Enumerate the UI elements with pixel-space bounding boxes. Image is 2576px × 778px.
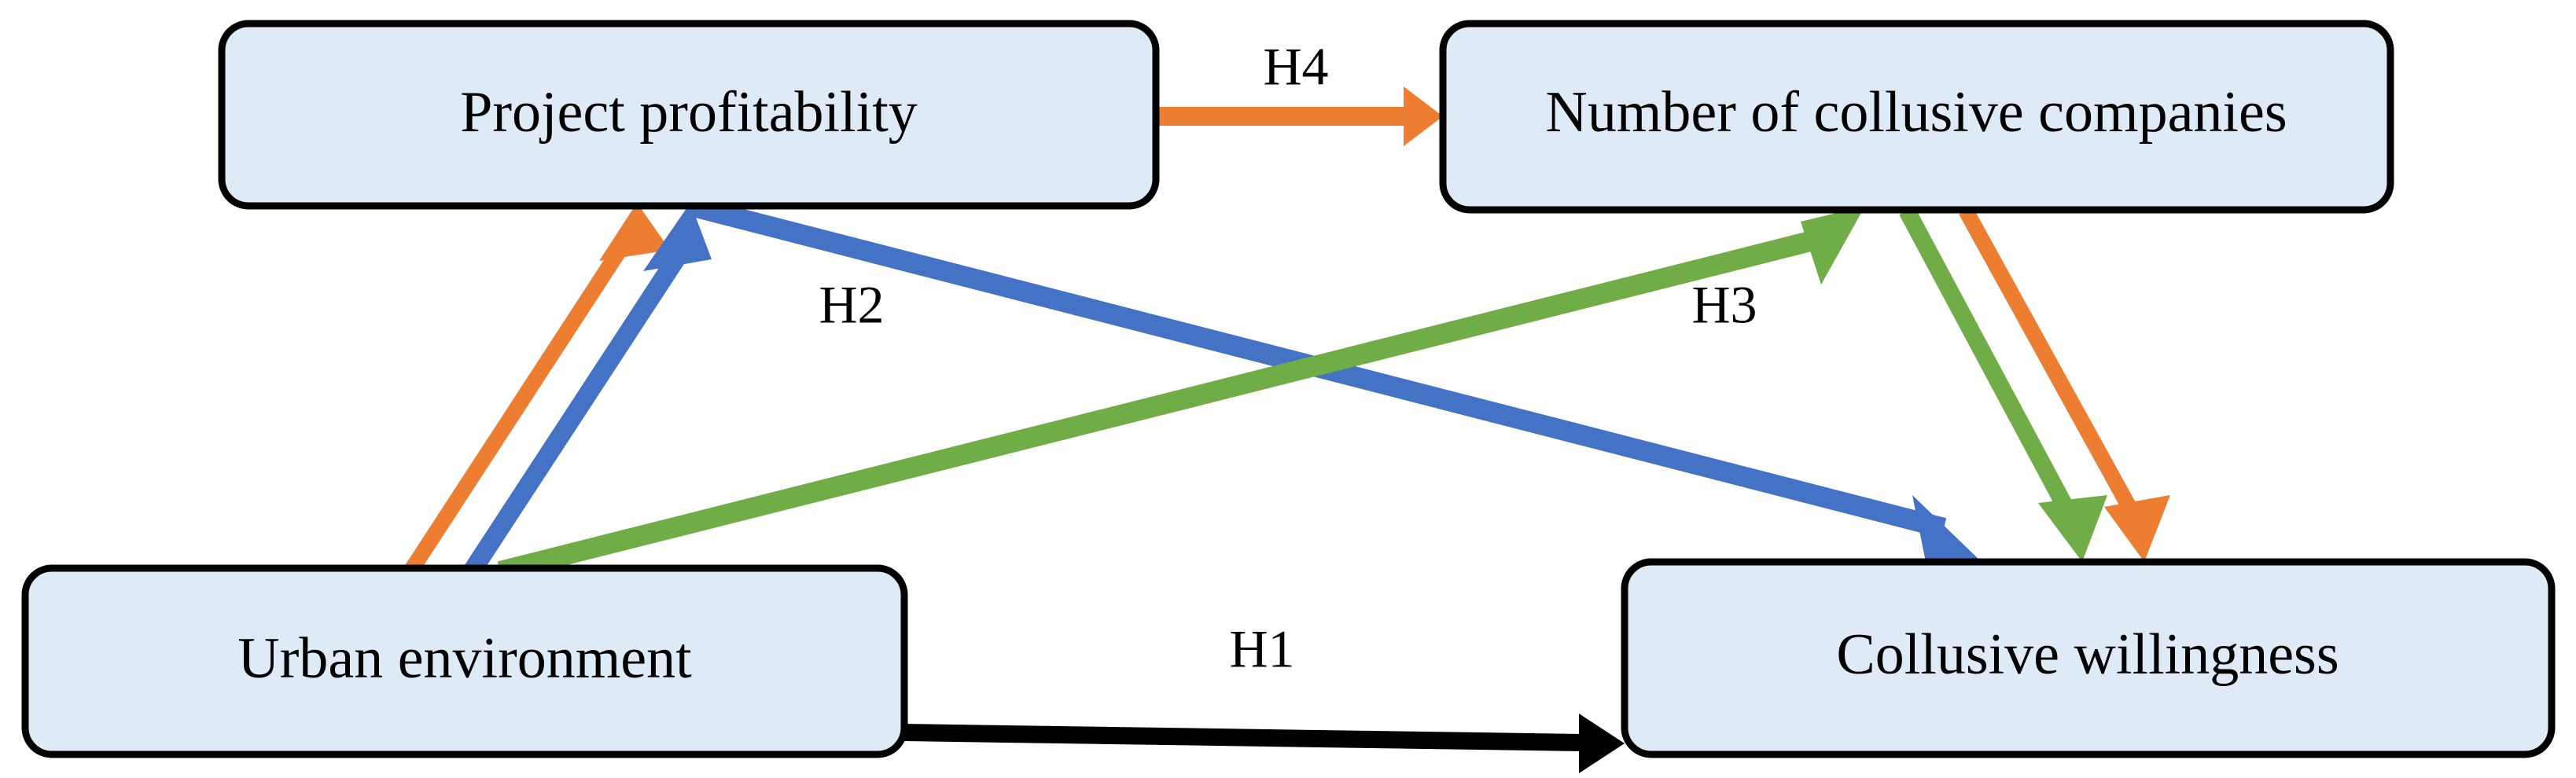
node-number-of-collusive-companies-box[interactable] bbox=[1439, 20, 2394, 214]
node-urban-environment-label: Urban environment bbox=[237, 626, 692, 691]
arrowhead-orange-to-profitability bbox=[599, 203, 670, 261]
node-project-profitability-box[interactable] bbox=[218, 20, 1160, 210]
edge-blue-line-1 bbox=[463, 246, 690, 577]
edge-black-h1 bbox=[903, 714, 1625, 773]
arrowhead-black-h1 bbox=[1579, 714, 1625, 773]
arrowhead-orange-to-willingness bbox=[2104, 495, 2170, 562]
edge-green-line-1 bbox=[497, 226, 1835, 582]
node-collusive-willingness-label: Collusive willingness bbox=[1836, 622, 2339, 687]
node-collusive-willingness-box[interactable] bbox=[1621, 558, 2556, 758]
edge-orange-urban-to-profitability bbox=[403, 203, 670, 576]
arrowhead-blue-to-willingness bbox=[1912, 495, 1982, 566]
edge-blue-urban-to-profitability bbox=[463, 203, 712, 577]
node-collusive-willingness[interactable]: Collusive willingness bbox=[1621, 558, 2556, 758]
arrowhead-green-to-companies bbox=[1801, 206, 1865, 284]
node-project-profitability[interactable]: Project profitability bbox=[218, 20, 1160, 210]
edge-green-line-2 bbox=[1899, 206, 2077, 519]
edge-orange-companies-to-willingness bbox=[1959, 207, 2170, 562]
edge-orange-line-1 bbox=[403, 231, 636, 576]
node-number-of-collusive-companies-label: Number of collusive companies bbox=[1545, 80, 2287, 145]
edge-orange-line-2 bbox=[1959, 207, 2143, 523]
edge-orange-h4 bbox=[1157, 86, 1443, 146]
edge-green-urban-to-companies bbox=[497, 206, 1865, 582]
edge-label-h2: H2 bbox=[819, 275, 884, 335]
edge-label-h1: H1 bbox=[1229, 619, 1294, 679]
edge-black-line-h1 bbox=[903, 724, 1581, 751]
arrowhead-blue-to-profitability bbox=[643, 203, 712, 271]
node-project-profitability-label: Project profitability bbox=[460, 80, 918, 145]
edge-blue-profitability-to-willingness bbox=[687, 196, 1982, 566]
edge-green-companies-to-willingness bbox=[1899, 206, 2107, 562]
edge-label-h3: H3 bbox=[1691, 275, 1757, 335]
node-number-of-collusive-companies[interactable]: Number of collusive companies bbox=[1439, 20, 2394, 214]
arrowhead-green-to-willingness bbox=[2038, 495, 2107, 562]
arrowhead-orange-h4 bbox=[1404, 86, 1443, 146]
edge-label-h4: H4 bbox=[1263, 37, 1328, 97]
node-urban-environment-box[interactable] bbox=[21, 564, 908, 758]
node-urban-environment[interactable]: Urban environment bbox=[21, 564, 908, 758]
